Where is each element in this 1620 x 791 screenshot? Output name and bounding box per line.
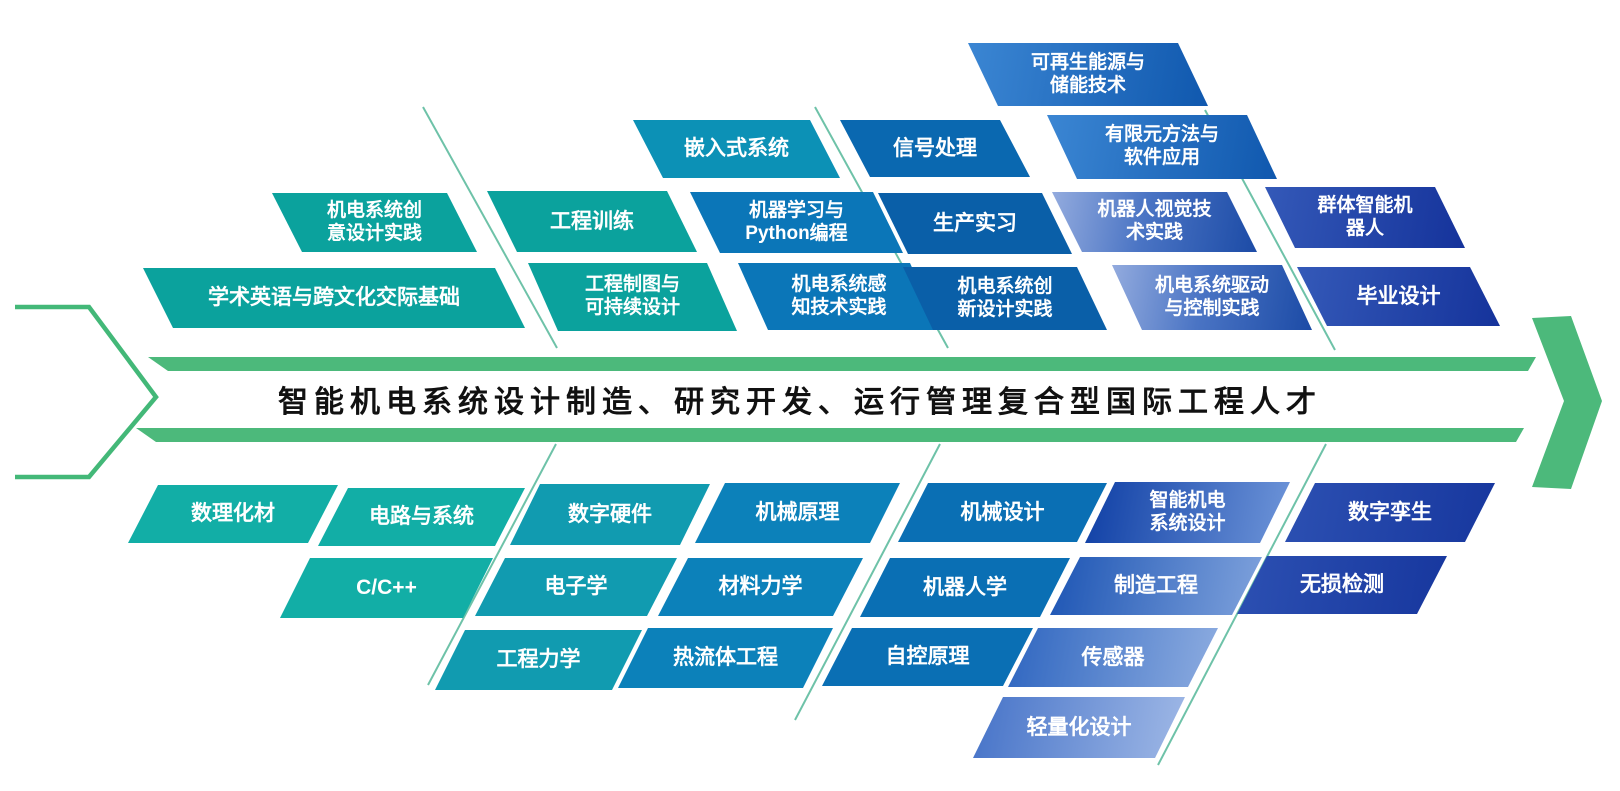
- course-intelligent-mechatronic-system-design: 智能机电 系统设计: [1085, 482, 1290, 543]
- course-nondestructive-testing: 无损检测: [1237, 556, 1447, 614]
- course-mechatronic-innovative-design-practice: 机电系统创 新设计实践: [903, 267, 1107, 330]
- band-headline-text: 智能机电系统设计制造、研究开发、运行管理复合型国际工程人才: [278, 386, 1322, 419]
- course-digital-twin: 数字孪生: [1285, 483, 1495, 542]
- course-graduation-project: 毕业设计: [1297, 267, 1500, 326]
- course-academic-english-intercultural: 学术英语与跨文化交际基础: [143, 268, 525, 328]
- course-thermo-fluid-engineering: 热流体工程: [618, 628, 833, 688]
- course-mechanical-design: 机械设计: [898, 483, 1107, 542]
- course-mechatronic-creative-design-practice: 机电系统创 意设计实践: [272, 193, 477, 252]
- course-c-cpp: C/C++: [280, 558, 493, 618]
- course-swarm-intelligent-robots: 群体智能机 器人: [1265, 187, 1465, 248]
- course-mechanism-theory: 机械原理: [695, 483, 900, 543]
- course-robotics: 机器人学: [860, 558, 1070, 617]
- course-engineering-mechanics: 工程力学: [435, 630, 642, 690]
- course-engineering-training: 工程训练: [487, 191, 697, 252]
- course-engineering-drawing-sustainable-design: 工程制图与 可持续设计: [528, 263, 737, 331]
- band-top-bar: [148, 357, 1536, 371]
- course-math-physics-chemistry-materials: 数理化材: [128, 485, 338, 543]
- band-headline: 智能机电系统设计制造、研究开发、运行管理复合型国际工程人才: [150, 372, 1450, 426]
- right-arrow-icon: [1532, 316, 1602, 489]
- left-chevron-outline: [15, 304, 159, 480]
- course-circuits-and-systems: 电路与系统: [318, 488, 525, 546]
- band-bottom-bar: [136, 428, 1524, 442]
- course-production-internship: 生产实习: [878, 193, 1072, 254]
- course-renewable-energy-storage: 可再生能源与 储能技术: [968, 43, 1208, 106]
- course-digital-hardware: 数字硬件: [510, 484, 710, 545]
- course-control-theory: 自控原理: [822, 628, 1033, 686]
- course-mechatronic-drive-control-practice: 机电系统驱动 与控制实践: [1112, 265, 1312, 330]
- course-robot-vision-practice: 机器人视觉技 术实践: [1052, 192, 1257, 252]
- course-electronics: 电子学: [475, 558, 677, 616]
- course-manufacturing-engineering: 制造工程: [1050, 557, 1262, 615]
- course-mechatronic-sensing-practice: 机电系统感 知技术实践: [738, 263, 940, 330]
- course-sensors: 传感器: [1008, 628, 1218, 687]
- course-embedded-systems: 嵌入式系统: [633, 120, 840, 178]
- course-machine-learning-python: 机器学习与 Python编程: [690, 192, 903, 253]
- course-lightweight-design: 轻量化设计: [973, 697, 1185, 758]
- course-fem-software: 有限元方法与 软件应用: [1047, 115, 1277, 179]
- course-signal-processing: 信号处理: [840, 120, 1030, 177]
- course-mechanics-of-materials: 材料力学: [658, 558, 863, 616]
